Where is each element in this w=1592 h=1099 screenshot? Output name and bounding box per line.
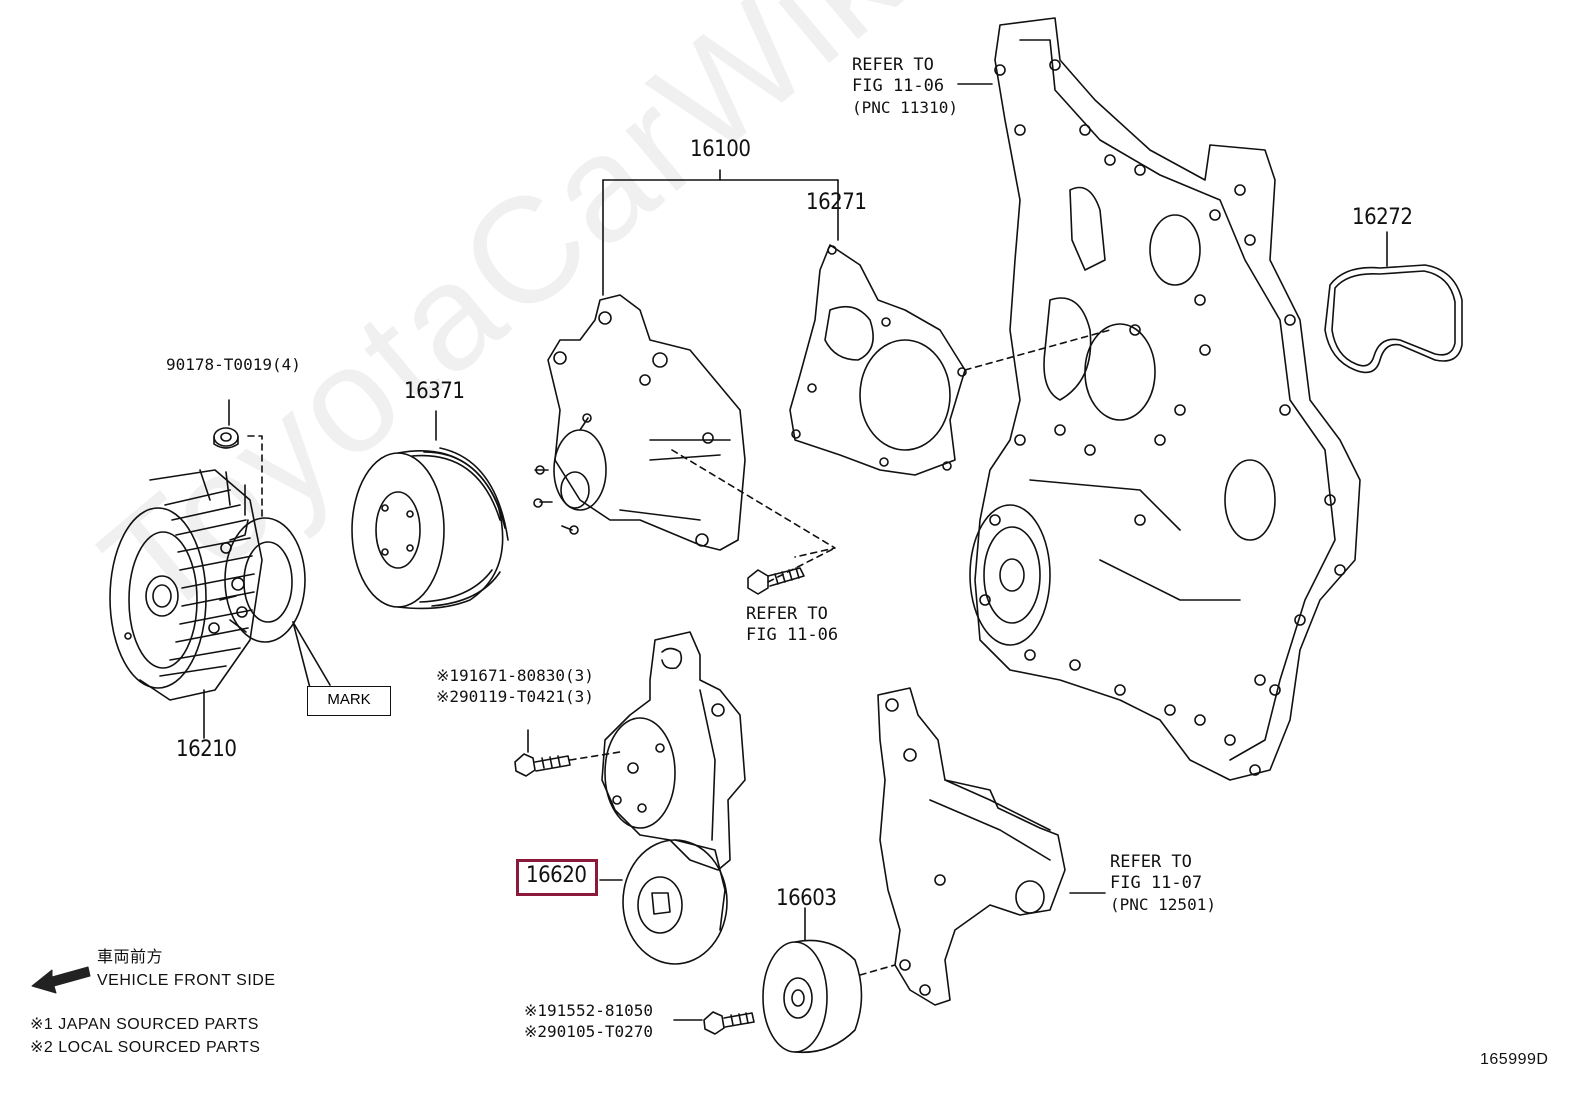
part-16620-label[interactable]: 16620 [526,863,587,888]
refer-right-line1: REFER TO [1110,852,1192,872]
timing-cover-drawing [969,17,1361,781]
part-90178-label[interactable]: 90178-T0019(4) [166,355,301,374]
refer-mid-line1: REFER TO [746,604,828,624]
bolt-upper-line1[interactable]: ※191671-80830(3) [436,666,594,685]
part-16371-label[interactable]: 16371 [404,379,465,404]
mark-callout: MARK [307,686,391,716]
legend-note-1: ※1 JAPAN SOURCED PARTS [30,1016,259,1033]
part-16271-label[interactable]: 16271 [806,190,867,215]
nut-drawing [213,399,263,521]
part-16272-label[interactable]: 16272 [1352,205,1413,230]
refer-top-line2[interactable]: FIG 11-06 [852,76,945,96]
bolt-idler-drawing [673,1011,755,1035]
refer-top-line3: (PNC 11310) [852,98,958,117]
front-arrow-icon [31,966,91,994]
bolt-lower-line1[interactable]: ※191552-81050 [524,1001,653,1020]
mark-label: MARK [327,691,371,708]
tensioner-drawing [601,631,746,965]
gasket-16271-drawing [789,244,1111,476]
diagram-id: 165999D [1480,1051,1549,1068]
idler-pulley-drawing [762,907,896,1054]
part-16100-label[interactable]: 16100 [690,137,751,162]
legend-note-2: ※2 LOCAL SOURCED PARTS [30,1039,261,1056]
gasket-16272-drawing [1324,231,1463,374]
bolt-upper-line2[interactable]: ※290119-T0421(3) [436,687,594,706]
highlight-16620-box [516,859,598,896]
bracket-drawing [877,687,1106,1006]
pulley-drawing [351,410,509,610]
water-pump-drawing [533,169,839,558]
bolt-lower-line2[interactable]: ※290105-T0270 [524,1022,653,1041]
part-16603-label[interactable]: 16603 [776,886,837,911]
bolt-mid-drawing [747,547,836,595]
front-side-en: VEHICLE FRONT SIDE [97,972,276,989]
part-16210-label[interactable]: 16210 [176,737,237,762]
refer-top-line1: REFER TO [852,55,934,75]
fan-clutch-drawing [109,469,331,739]
refer-mid-line2[interactable]: FIG 11-06 [746,625,839,645]
refer-right-line3: (PNC 12501) [1110,895,1216,914]
refer-right-line2[interactable]: FIG 11-07 [1110,873,1203,893]
bolt-tensioner-drawing [514,729,621,777]
front-side-jp: 車両前方 [97,949,164,966]
